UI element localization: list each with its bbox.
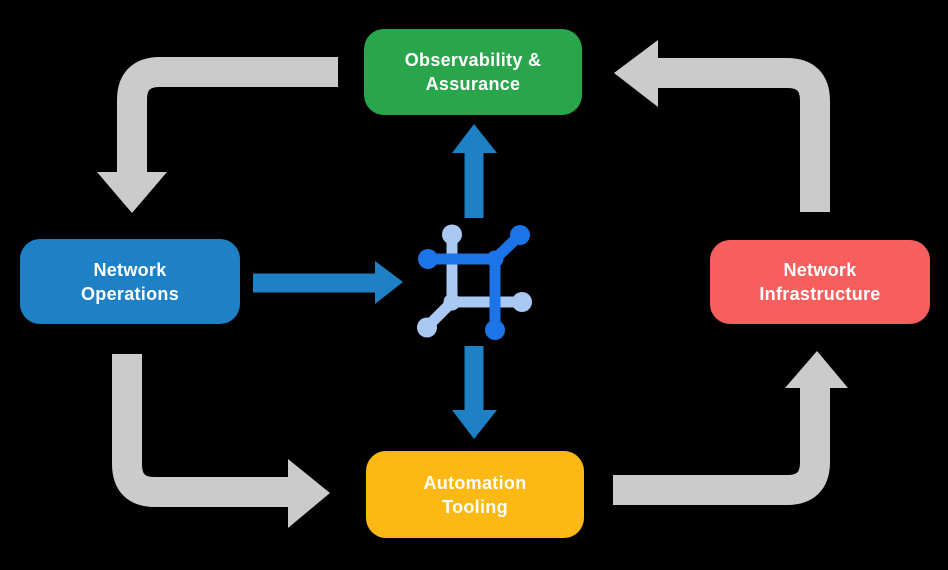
cycle-arrowhead-left xyxy=(614,40,658,107)
cycle-arrow-automation-to-infrastructure xyxy=(613,351,848,505)
cycle-arrow-shaft xyxy=(613,387,830,505)
network-hub-icon-dark-part xyxy=(418,225,530,340)
flow-arrowhead-right xyxy=(375,261,403,304)
node-label-line: Infrastructure xyxy=(759,284,881,304)
cycle-arrow-shaft xyxy=(112,354,289,507)
flow-arrowhead-up xyxy=(452,124,497,153)
flow-arrowhead-down xyxy=(452,410,497,439)
cycle-arrow-operations-to-automation xyxy=(112,354,330,528)
flow-arrow-hub-to-observability xyxy=(452,124,497,218)
flow-arrow-hub-to-automation xyxy=(452,346,497,439)
cycle-arrow-infrastructure-to-observability xyxy=(614,40,830,212)
node-observability-assurance: Observability & Assurance xyxy=(364,29,582,115)
node-label-line: Observability & xyxy=(404,50,542,70)
node-label-line: Tooling xyxy=(442,496,508,517)
flow-arrow-operations-to-hub xyxy=(253,261,403,304)
cycle-arrowhead-down xyxy=(97,172,167,213)
node-network-infrastructure: Network Infrastructure xyxy=(710,240,930,324)
node-label-line: Operations xyxy=(80,283,180,304)
node-automation-tooling: Automation Tooling xyxy=(366,451,584,538)
cycle-arrow-shaft xyxy=(657,58,830,212)
node-label-line: Automation xyxy=(423,472,527,493)
node-label-line: Network xyxy=(783,260,857,280)
cycle-arrowhead-up xyxy=(785,351,848,388)
cycle-arrow-observability-to-operations xyxy=(97,57,338,213)
node-label-line: Network xyxy=(93,259,167,280)
cycle-arrowhead-right xyxy=(288,459,330,528)
node-network-operations: Network Operations xyxy=(20,239,240,324)
cycle-arrow-shaft xyxy=(117,57,338,173)
node-label-line: Assurance xyxy=(425,74,521,94)
network-hub-icon xyxy=(417,224,532,340)
